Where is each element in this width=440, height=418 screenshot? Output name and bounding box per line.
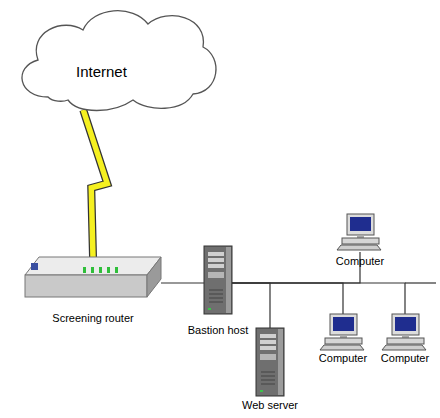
device-label: Computer (319, 352, 367, 365)
computer-shape (320, 314, 366, 352)
router-part (25, 275, 147, 297)
computer-shape (337, 214, 383, 252)
tower-part (226, 247, 231, 313)
device-label: Bastion host (188, 324, 249, 337)
cloud-label: Internet (76, 63, 127, 81)
tower-part (208, 308, 211, 310)
tower-part (208, 264, 224, 268)
wan-link-bolt (83, 110, 107, 257)
cable-line (232, 283, 343, 314)
computer-part (387, 338, 424, 344)
tower-shape (256, 328, 284, 395)
computer-part (342, 238, 379, 244)
server-tower: Web server (256, 328, 284, 395)
computer-part (337, 245, 381, 250)
computer-part (333, 317, 354, 331)
network-cable (232, 283, 270, 328)
computer-part (347, 214, 374, 235)
tower-part (260, 334, 276, 338)
router-shape (25, 255, 161, 300)
cable-line (232, 283, 270, 328)
tower-part (209, 298, 223, 299)
router-part (107, 267, 110, 273)
tower-part (261, 376, 275, 377)
tower-part (209, 302, 223, 303)
tower-part (261, 372, 275, 373)
cloud-part (22, 11, 216, 111)
tower-part (209, 294, 223, 295)
tower-part (260, 346, 276, 350)
tower-part (261, 380, 275, 381)
computer-shape (382, 314, 428, 352)
server-tower: Bastion host (204, 246, 232, 316)
tower-part (260, 390, 263, 392)
device-label: Computer (381, 352, 429, 365)
router-part (99, 267, 102, 273)
tower-shape (204, 246, 232, 316)
tower-part (204, 246, 232, 314)
tower-part (208, 258, 224, 262)
computer-icon: Computer (382, 314, 428, 352)
tower-part (260, 354, 276, 360)
computer-icon: Computer (320, 314, 366, 352)
computer-part (325, 338, 362, 344)
tower-part (261, 384, 275, 385)
computer-icon: Computer (337, 214, 383, 252)
cable-line (161, 282, 204, 283)
network-cable (232, 283, 343, 314)
router-part (147, 257, 161, 297)
tower-part (260, 340, 276, 344)
computer-part (320, 345, 364, 350)
cloud-shape (8, 2, 223, 114)
device-label: Web server (242, 399, 298, 412)
cable-line (232, 283, 405, 314)
router-device: Screening router (25, 255, 161, 300)
router-part (83, 267, 86, 273)
bolt-outline (83, 110, 107, 257)
device-label: Computer (336, 255, 384, 268)
computer-part (350, 217, 371, 231)
bolt-fill (83, 110, 107, 257)
computer-part (382, 345, 426, 350)
backbone-tail (405, 282, 436, 283)
internet-cloud: Internet (8, 2, 223, 114)
device-label: Screening router (52, 312, 133, 325)
tower-part (278, 329, 283, 395)
computer-part (392, 314, 419, 335)
network-cable (161, 283, 204, 284)
router-part (25, 257, 161, 275)
tower-part (208, 272, 224, 278)
router-part (115, 267, 118, 273)
router-part (31, 263, 38, 270)
computer-part (330, 314, 357, 335)
tower-part (208, 252, 224, 256)
router-part (91, 267, 94, 273)
computer-part (395, 317, 416, 331)
tower-part (256, 328, 284, 396)
network-cable (232, 283, 405, 314)
tower-part (209, 290, 223, 291)
